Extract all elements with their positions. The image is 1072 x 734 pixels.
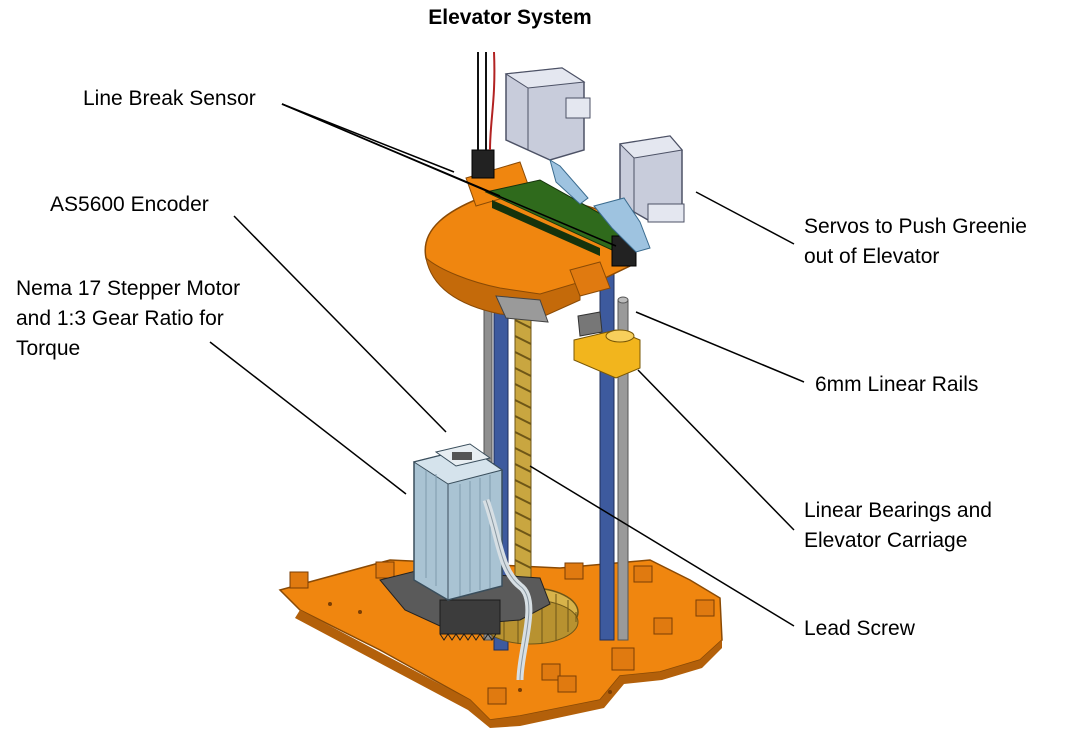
label-lead-screw: Lead Screw <box>804 617 915 640</box>
label-as5600-encoder: AS5600 Encoder <box>50 193 209 216</box>
label-stepper-motor: Nema 17 Stepper Motor and 1:3 Gear Ratio… <box>16 277 241 360</box>
right-rail <box>599 269 629 641</box>
diagram-title: Elevator System <box>428 6 592 29</box>
label-linear-rails: 6mm Linear Rails <box>815 373 979 396</box>
label-linear-bearings: Linear Bearings and Elevator Carriage <box>804 499 992 552</box>
motor-mount <box>379 569 551 641</box>
stepper-motor <box>412 443 533 681</box>
sensor-wires <box>477 51 496 151</box>
label-line-break-sensor: Line Break Sensor <box>83 87 256 110</box>
sensor-pcb <box>471 149 642 267</box>
servo-left <box>504 67 591 205</box>
label-servos: Servos to Push Greenie out of Elevator <box>804 215 1027 268</box>
servo-right <box>593 135 685 253</box>
leader-lines <box>209 103 805 627</box>
